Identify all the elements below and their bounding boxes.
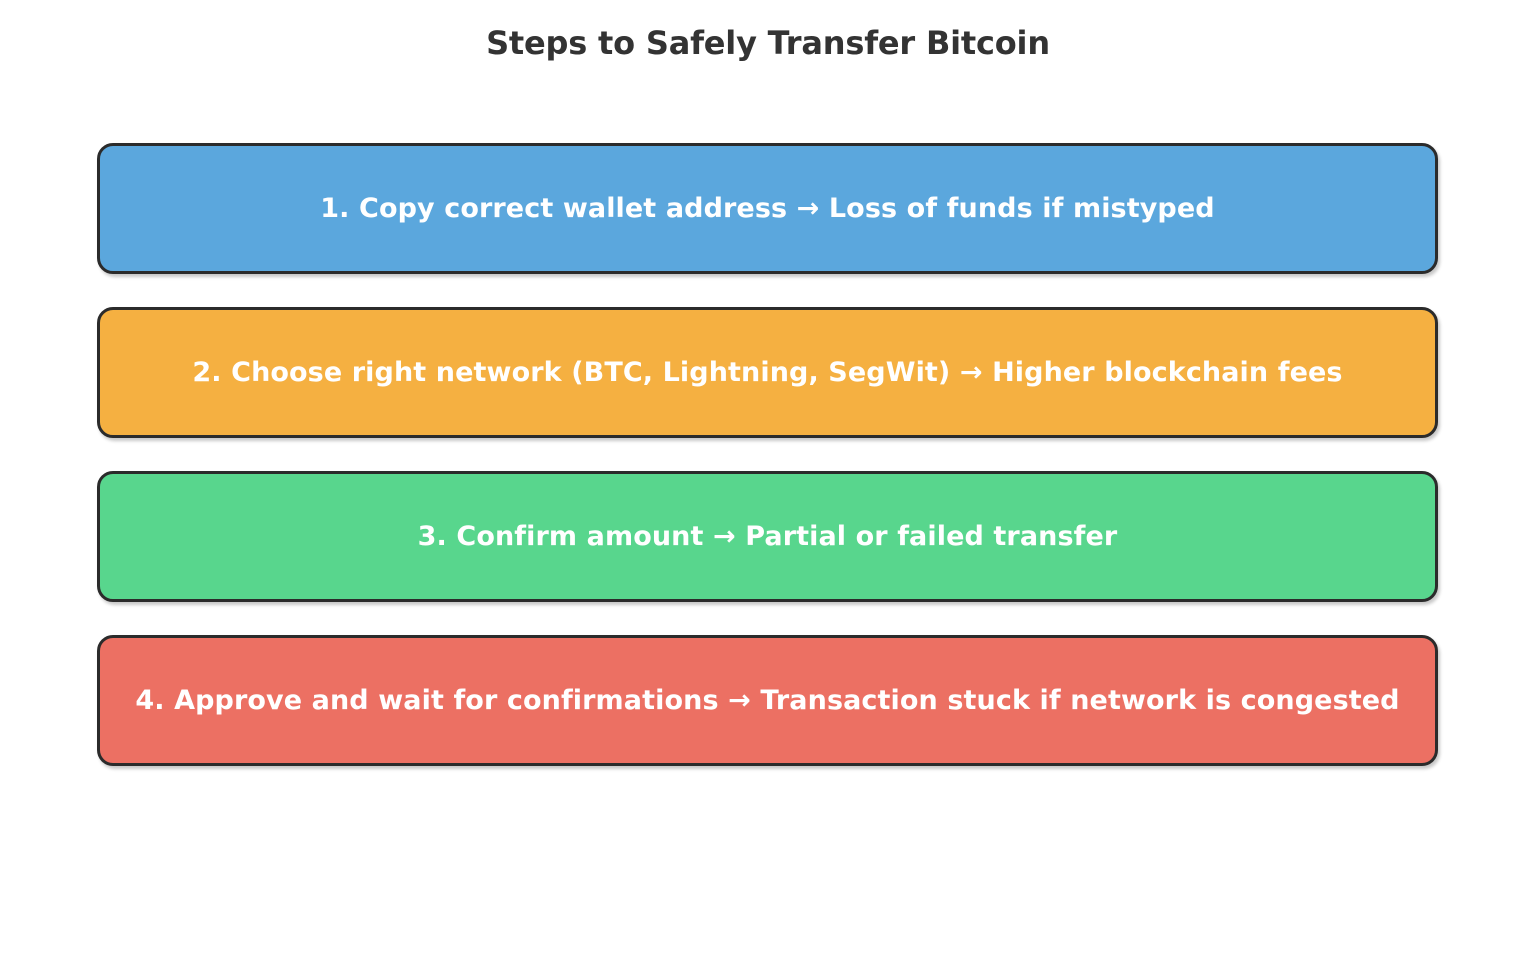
steps-stack: 1. Copy correct wallet address → Loss of…: [97, 143, 1438, 766]
step-label-4: 4. Approve and wait for confirmations → …: [135, 684, 1400, 716]
step-box-3[interactable]: 3. Confirm amount → Partial or failed tr…: [97, 471, 1438, 602]
step-label-2: 2. Choose right network (BTC, Lightning,…: [192, 356, 1343, 388]
step-box-1[interactable]: 1. Copy correct wallet address → Loss of…: [97, 143, 1438, 274]
step-label-3: 3. Confirm amount → Partial or failed tr…: [417, 520, 1118, 552]
step-label-1: 1. Copy correct wallet address → Loss of…: [320, 192, 1215, 224]
page-title: Steps to Safely Transfer Bitcoin: [486, 24, 1050, 62]
step-box-2[interactable]: 2. Choose right network (BTC, Lightning,…: [97, 307, 1438, 438]
step-box-4[interactable]: 4. Approve and wait for confirmations → …: [97, 635, 1438, 766]
